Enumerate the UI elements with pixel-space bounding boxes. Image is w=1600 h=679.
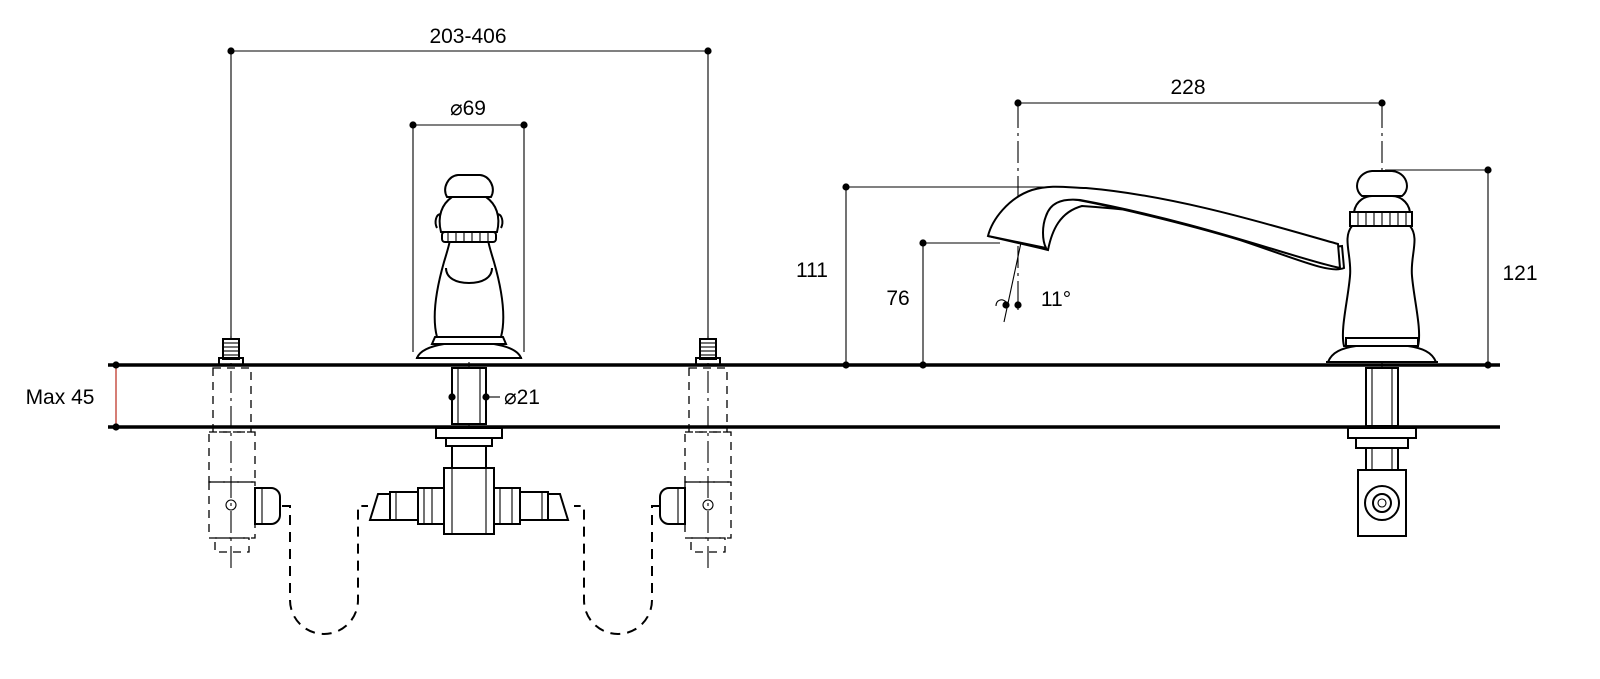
handle-height-label: 121 bbox=[1502, 262, 1537, 285]
center-diverter-assembly: ⌀21 bbox=[368, 362, 570, 535]
left-valve-body bbox=[208, 336, 281, 570]
centers-dimension: 203-406 bbox=[227, 25, 712, 338]
outlet-angle-label: 11° bbox=[1041, 288, 1071, 311]
handle-diameter-label: ⌀69 bbox=[450, 97, 486, 120]
spout-height-label: 111 bbox=[796, 259, 828, 282]
right-valve-body bbox=[659, 336, 732, 570]
deck-thickness-dimension: Max 45 bbox=[26, 361, 120, 431]
deck-thickness-label: Max 45 bbox=[26, 386, 95, 409]
spout-reach-label: 228 bbox=[1170, 76, 1205, 99]
outlet-height-label: 76 bbox=[886, 287, 909, 310]
spout-shank bbox=[1347, 367, 1417, 537]
centers-width-label: 203-406 bbox=[429, 25, 506, 48]
supply-hoses bbox=[282, 505, 660, 635]
center-handle: ⌀69 bbox=[409, 97, 528, 359]
spout-dimensions: 228 111 76 11° 121 bbox=[796, 76, 1538, 426]
deck bbox=[108, 363, 1500, 429]
spout-valve bbox=[1326, 170, 1438, 363]
shank-diameter-label: ⌀21 bbox=[504, 386, 540, 409]
spout bbox=[986, 185, 1346, 271]
